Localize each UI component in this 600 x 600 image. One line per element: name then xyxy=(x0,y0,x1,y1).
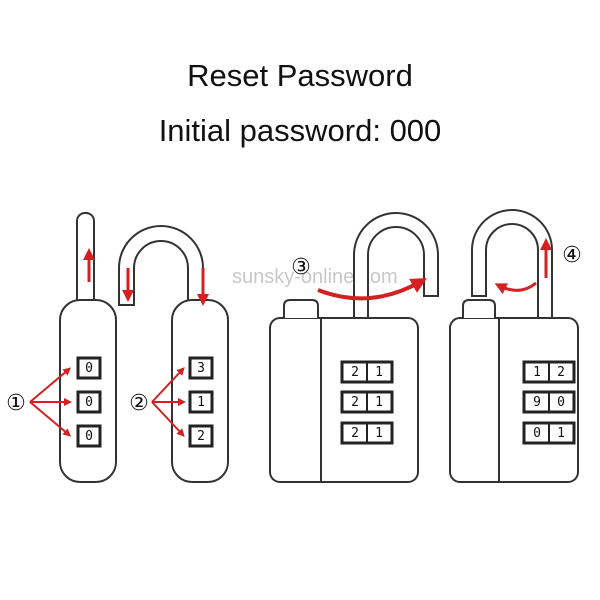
lock-2: 3 1 2 ② xyxy=(118,225,229,483)
digit: 0 xyxy=(85,361,93,376)
page-title: Reset Password xyxy=(187,58,413,93)
digit: 1 xyxy=(533,365,541,380)
lock-1: 0 0 0 ① xyxy=(6,212,117,483)
digit: 1 xyxy=(197,395,205,410)
lock-4-wheel: 9 0 xyxy=(522,390,576,414)
pointer-arrow xyxy=(151,367,185,403)
lock-1-wheel: 0 xyxy=(76,390,102,414)
lock-4-shackle xyxy=(471,209,553,319)
digit: 2 xyxy=(351,365,359,380)
lock-1-wheel: 0 xyxy=(76,424,102,448)
lock-1-wheel: 0 xyxy=(76,356,102,380)
digit: 1 xyxy=(375,395,383,410)
lock-1-shackle xyxy=(76,212,95,309)
watermark: sunsky-online.com xyxy=(232,266,398,288)
step-4-marker: ④ xyxy=(562,243,582,268)
lock-3: ③ 2 1 2 1 2 1 xyxy=(269,212,439,483)
lock-2-wheel: 2 xyxy=(188,424,214,448)
pointer-arrow xyxy=(29,401,72,437)
digit: 0 xyxy=(557,395,565,410)
digit: 1 xyxy=(557,426,565,441)
digit: 3 xyxy=(197,361,205,376)
lock-4-wheel: 0 1 xyxy=(522,421,576,445)
digit: 9 xyxy=(533,395,541,410)
rotate-back-arrow xyxy=(494,281,537,295)
digit: 1 xyxy=(375,365,383,380)
lock-2-wheel: 1 xyxy=(188,390,214,414)
lock-4-wheel: 1 2 xyxy=(522,360,576,384)
step-1-marker: ① xyxy=(6,391,26,416)
lock-2-shackle xyxy=(118,225,204,309)
lock-3-wheel: 2 1 xyxy=(340,421,394,445)
pointer-arrow xyxy=(29,367,72,403)
digit: 2 xyxy=(351,395,359,410)
lock-2-wheel: 3 xyxy=(188,356,214,380)
digit: 2 xyxy=(197,429,205,444)
pointer-arrow xyxy=(151,401,185,437)
step-3-marker: ③ xyxy=(291,255,311,280)
digit: 0 xyxy=(533,426,541,441)
digit: 1 xyxy=(375,426,383,441)
digit: 0 xyxy=(85,429,93,444)
lock-3-wheel: 2 1 xyxy=(340,390,394,414)
lock-4: ④ 1 2 9 0 0 1 xyxy=(449,209,582,483)
lock-3-shackle xyxy=(353,212,439,319)
page-subtitle: Initial password: 000 xyxy=(158,113,442,148)
step-2-marker: ② xyxy=(129,391,149,416)
digit: 2 xyxy=(557,365,565,380)
lock-3-wheel: 2 1 xyxy=(340,360,394,384)
digit: 2 xyxy=(351,426,359,441)
digit: 0 xyxy=(85,395,93,410)
rotate-arrow xyxy=(317,278,427,301)
